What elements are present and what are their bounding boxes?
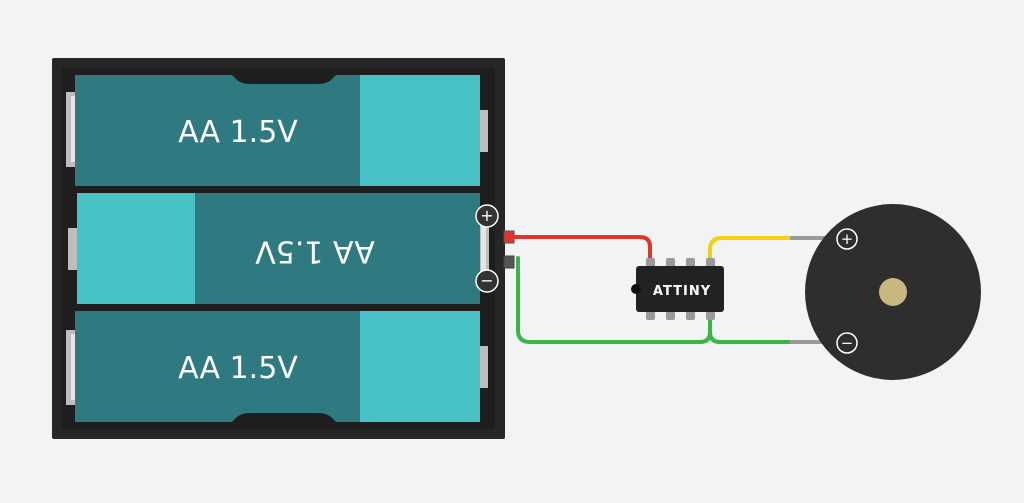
buzzer-negative-symbol: −: [841, 334, 854, 352]
holder-top-notch: [225, 68, 343, 84]
buzzer-negative-terminal[interactable]: −: [836, 332, 858, 354]
wire-red[interactable]: [512, 235, 652, 266]
battery-cell-2[interactable]: AA 1.5V: [68, 193, 489, 304]
cell-1-negative-contact: [66, 92, 75, 167]
cell-1-cap: [360, 75, 480, 186]
piezo-buzzer[interactable]: + −: [805, 204, 981, 380]
battery-positive-terminal[interactable]: +: [475, 204, 499, 228]
battery-negative-lead[interactable]: [503, 255, 515, 269]
buzzer-positive-symbol: +: [841, 230, 854, 248]
cell-1-body: [75, 75, 360, 186]
cell-3-label: AA 1.5V: [178, 351, 298, 386]
battery-cell-3[interactable]: AA 1.5V: [66, 311, 488, 422]
chip-notch: [631, 284, 641, 294]
cell-3-cap: [360, 311, 480, 422]
chip-bottom-pins: [646, 310, 715, 320]
battery-positive-symbol: +: [480, 206, 493, 225]
cell-3-negative-contact: [66, 330, 75, 405]
holder-bottom-notch: [225, 413, 343, 429]
battery-negative-symbol: −: [480, 271, 493, 290]
cell-2-body: [195, 193, 480, 304]
battery-cell-1[interactable]: AA 1.5V: [66, 75, 488, 186]
chip-body: [636, 266, 724, 312]
chip-label: ATTINY: [653, 284, 711, 299]
cell-3-positive-nub: [480, 346, 488, 388]
battery-holder[interactable]: AA 1.5V AA 1.5V AA 1.5V +: [52, 58, 515, 439]
cell-3-body: [75, 311, 360, 422]
chip-top-pins: [646, 258, 715, 268]
cell-1-positive-nub: [480, 110, 488, 152]
wire-green-buzzer[interactable]: [708, 330, 792, 344]
cell-2-label: AA 1.5V: [255, 234, 375, 269]
cell-2-positive-nub: [68, 228, 77, 270]
battery-negative-terminal[interactable]: −: [475, 269, 499, 293]
buzzer-positive-terminal[interactable]: +: [836, 228, 858, 250]
buzzer-center: [879, 278, 907, 306]
attiny-chip[interactable]: ATTINY: [631, 258, 724, 320]
wire-yellow[interactable]: [708, 236, 792, 266]
cell-2-cap: [77, 193, 195, 304]
cell-1-label: AA 1.5V: [178, 115, 298, 150]
